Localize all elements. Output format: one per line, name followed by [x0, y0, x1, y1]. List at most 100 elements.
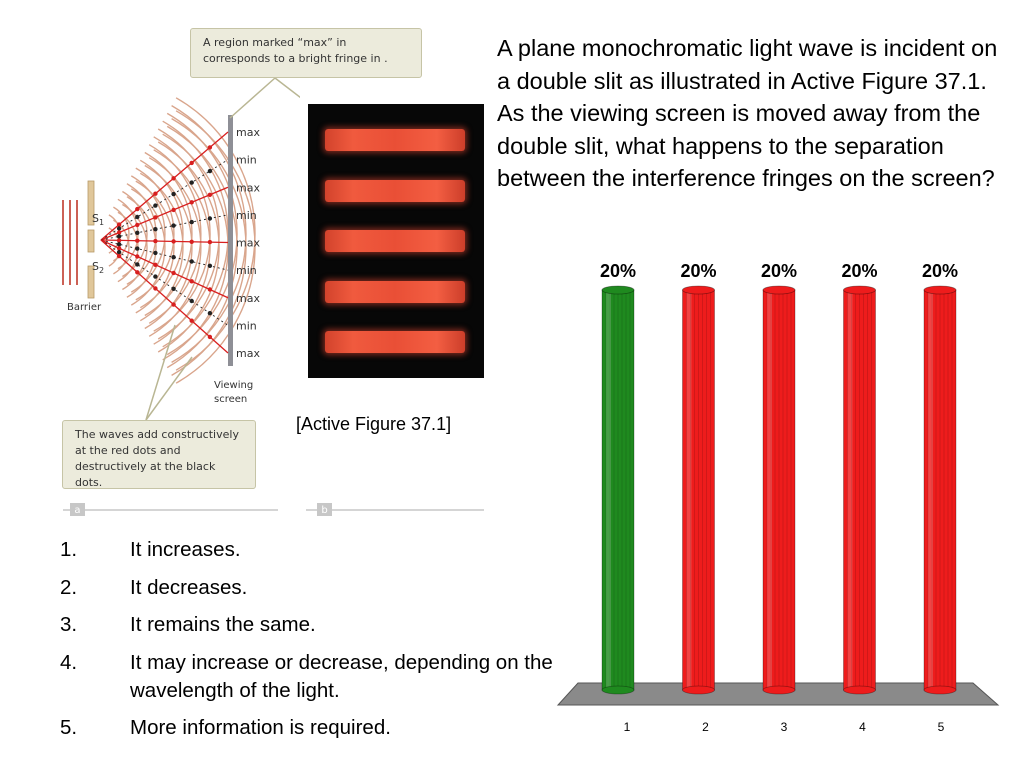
barrier-label: Barrier	[67, 302, 102, 313]
constructive-dot	[207, 145, 213, 150]
figure-caption: [Active Figure 37.1]	[296, 414, 452, 434]
constructive-dot	[189, 279, 194, 284]
bar-highlight	[928, 290, 933, 690]
constructive-dot	[135, 254, 140, 259]
constructive-dot	[189, 200, 194, 205]
answer-number: 1.	[60, 538, 78, 561]
bar-5	[923, 285, 957, 695]
screen-label-min: min	[236, 264, 257, 277]
callout-pointer	[145, 324, 176, 421]
constructive-ray	[100, 186, 229, 241]
bar-base	[762, 685, 796, 695]
screen-label-min: min	[236, 154, 257, 167]
answer-list: 1. It increases. 2. It decreases. 3. It rem…	[60, 536, 600, 752]
destructive-dot	[207, 216, 213, 221]
constructive-dot	[116, 238, 122, 243]
constructive-dot	[189, 318, 194, 323]
answer-option-2: 2. It decreases.	[60, 574, 600, 602]
destructive-dot	[207, 311, 213, 316]
category-label: 1	[624, 720, 631, 734]
panel-tag-a	[70, 503, 85, 516]
viewing-screen	[228, 115, 233, 366]
destructive-dot	[153, 227, 158, 232]
constructive-ray	[100, 239, 229, 299]
constructive-dot	[116, 230, 122, 235]
constructive-dot	[207, 287, 213, 292]
answer-text: It increases.	[130, 538, 241, 561]
wavefront-arc-s2	[175, 110, 256, 384]
destructive-dot	[171, 255, 176, 260]
category-label: 4	[859, 720, 866, 734]
destructive-dot	[135, 262, 140, 267]
bar-highlight	[767, 290, 772, 690]
constructive-dot	[153, 286, 158, 291]
destructive-dot	[189, 180, 194, 185]
bar-cap	[762, 285, 796, 295]
bar-2	[682, 285, 715, 695]
bar-body	[601, 289, 635, 691]
bar-value-label: 20%	[841, 261, 877, 281]
constructive-dot	[153, 238, 158, 244]
bright-fringe	[325, 179, 465, 202]
destructive-dot	[116, 234, 122, 239]
slit-label: S2	[92, 260, 104, 275]
bar-4	[843, 285, 876, 695]
constructive-dot	[153, 191, 158, 196]
answer-text: It decreases.	[130, 575, 248, 599]
constructive-dot	[135, 238, 140, 243]
answer-text: More information is required.	[130, 716, 391, 739]
bar-highlight	[686, 290, 692, 690]
wavefront-arc-s2	[166, 125, 238, 369]
screen-label-max: max	[236, 126, 260, 139]
answer-number: 2.	[60, 575, 78, 599]
constructive-dot	[207, 192, 213, 197]
barrier-segment	[87, 229, 95, 253]
panel-label-a: a	[74, 505, 80, 516]
constructive-dot	[116, 246, 122, 251]
destructive-dot	[116, 242, 122, 247]
screen-label-min: min	[236, 209, 257, 222]
destructive-dot	[207, 263, 213, 268]
barrier-segment	[87, 180, 95, 226]
constructive-dot	[171, 302, 176, 307]
category-label: 3	[781, 720, 788, 734]
destructive-dot	[153, 203, 158, 208]
bar-cap	[601, 285, 635, 295]
constructive-dot	[189, 160, 194, 166]
constructive-ray	[100, 131, 229, 241]
destructive-dot	[153, 274, 158, 279]
response-bar-chart: 20%120%220%320%420%5	[556, 261, 1000, 734]
answer-text: It remains the same.	[130, 613, 316, 636]
destructive-dot	[189, 219, 194, 225]
wavefront-arc-s1	[166, 112, 238, 356]
bar-cap	[923, 285, 957, 295]
bar-value-label: 20%	[922, 261, 958, 281]
constructive-dot	[171, 239, 176, 244]
constructive-dot	[207, 334, 213, 340]
answer-number: 5.	[60, 716, 78, 739]
panel-label-b: b	[321, 505, 327, 516]
screen-label-min: min	[236, 319, 257, 332]
destructive-dot	[135, 214, 140, 220]
bar-cap	[843, 285, 876, 295]
constructive-dot	[171, 207, 176, 213]
bright-fringe	[325, 129, 465, 151]
bar-value-label: 20%	[600, 261, 636, 281]
panel-tag-b	[317, 503, 332, 516]
answer-number: 3.	[60, 613, 78, 636]
bright-fringe	[325, 280, 465, 303]
bar-value-label: 20%	[680, 261, 716, 281]
bright-fringe	[325, 230, 465, 252]
destructive-dot	[135, 246, 140, 251]
screen-label-max: max	[236, 237, 260, 250]
bar-cap	[682, 285, 715, 295]
callout-pointer	[229, 77, 276, 119]
answer-option-1: 1. It increases.	[60, 536, 600, 564]
bar-highlight	[606, 290, 611, 690]
callout-pointer	[145, 356, 193, 421]
destructive-dot	[171, 223, 176, 228]
bar-1	[601, 285, 635, 695]
constructive-dot	[153, 215, 158, 220]
viewing-screen-label-line2: screen	[214, 394, 248, 405]
bar-body	[762, 289, 796, 691]
